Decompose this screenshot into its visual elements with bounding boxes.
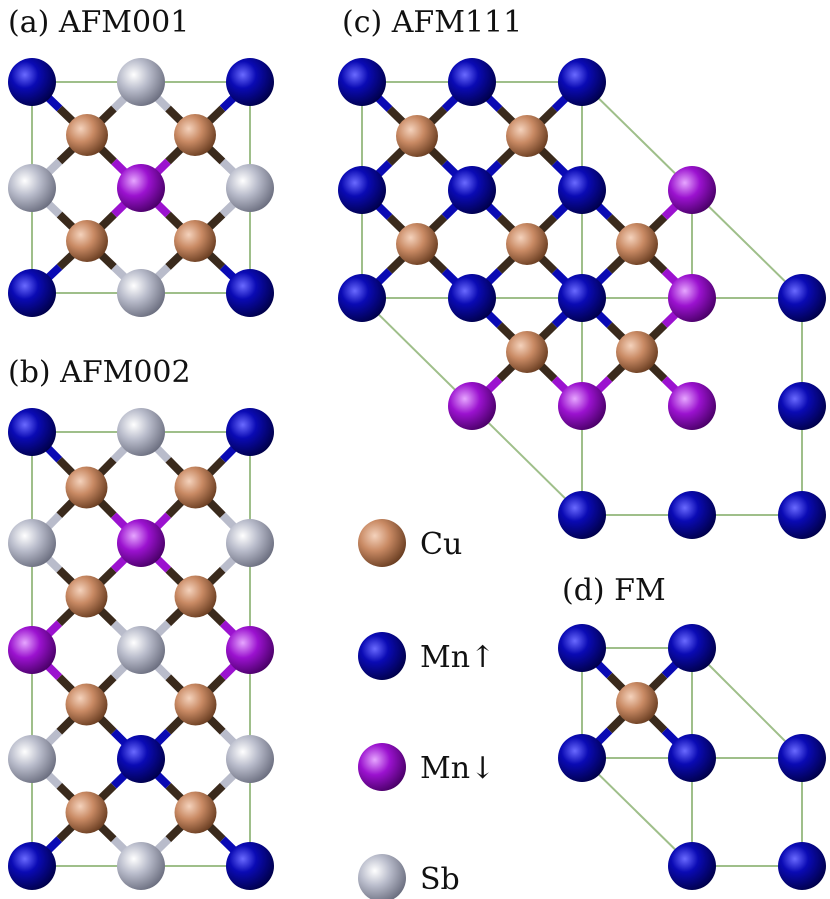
cu-atom [396, 223, 438, 265]
sb-atom [117, 58, 165, 106]
panel-label-c: (c) AFM111 [342, 5, 522, 40]
legend-label-cu: Cu [420, 527, 462, 562]
cu-atom [174, 683, 217, 726]
legend-item-mnup: Mn↑ [358, 632, 495, 680]
mnup-atom [117, 735, 165, 783]
mnup-atom [226, 269, 274, 317]
cu-atom [506, 223, 548, 265]
mnup-atom [558, 274, 606, 322]
cu-atom [616, 682, 658, 724]
cu-atom [396, 115, 438, 157]
cu-atom [174, 466, 217, 509]
sb-atom [117, 269, 165, 317]
mndown-atom [668, 166, 716, 214]
mnup-atom [558, 734, 606, 782]
cu-atom [174, 575, 217, 618]
legend-label-mndown: Mn↓ [420, 751, 495, 786]
panel-label-a: (a) AFM001 [8, 5, 189, 40]
mnup-atom [668, 842, 716, 890]
mndown-atom [558, 382, 606, 430]
mnup-atom [668, 491, 716, 539]
mnup-atom [8, 842, 56, 890]
legend-item-sb: Sb [358, 854, 460, 899]
cu-atom [616, 331, 658, 373]
mnup-atom [778, 842, 826, 890]
mnup-atom [8, 269, 56, 317]
mndown-atom [226, 626, 274, 674]
legend: Cu Mn↑ Mn↓ Sb [358, 519, 495, 899]
cu-atom [174, 114, 216, 156]
mnup-atom [8, 408, 56, 456]
mn-down-atom-icon [358, 743, 406, 791]
cu-atom [616, 223, 658, 265]
mnup-atom [338, 166, 386, 214]
mndown-atom [117, 519, 165, 567]
mnup-atom [226, 842, 274, 890]
mnup-atom [448, 58, 496, 106]
panel-label-b: (b) AFM002 [8, 355, 191, 390]
cu-atom [66, 220, 108, 262]
legend-item-mndown: Mn↓ [358, 743, 495, 791]
atoms [8, 58, 826, 890]
cu-atom [174, 220, 216, 262]
legend-label-sb: Sb [420, 862, 460, 897]
mnup-atom [558, 624, 606, 672]
mnup-atom [448, 166, 496, 214]
mnup-atom [448, 274, 496, 322]
mnup-atom [778, 274, 826, 322]
cell-edge [691, 647, 803, 759]
cu-atom [506, 115, 548, 157]
sb-atom [8, 519, 56, 567]
cu-atom [65, 791, 108, 834]
sb-atom [8, 164, 56, 212]
mndown-atom [668, 382, 716, 430]
cu-atom [174, 791, 217, 834]
sb-atom [117, 408, 165, 456]
mnup-atom [558, 166, 606, 214]
sb-atom [226, 164, 274, 212]
mnup-atom [668, 734, 716, 782]
legend-item-cu: Cu [358, 519, 462, 567]
mndown-atom [668, 274, 716, 322]
cu-atom [506, 331, 548, 373]
sb-atom [117, 626, 165, 674]
sb-atom-icon [358, 854, 406, 899]
mnup-atom [558, 491, 606, 539]
panel-label-d: (d) FM [562, 573, 666, 608]
cu-atom-icon [358, 519, 406, 567]
mnup-atom [226, 58, 274, 106]
sb-atom [226, 519, 274, 567]
mnup-atom [668, 624, 716, 672]
sb-atom [226, 735, 274, 783]
cell-edge [581, 757, 693, 867]
sb-atom [117, 842, 165, 890]
mndown-atom [448, 382, 496, 430]
cu-atom [65, 466, 108, 509]
mn-up-atom-icon [358, 632, 406, 680]
cu-atom [65, 683, 108, 726]
mndown-atom [8, 626, 56, 674]
mnup-atom [558, 58, 606, 106]
mnup-atom [778, 491, 826, 539]
mnup-atom [8, 58, 56, 106]
mnup-atom [338, 274, 386, 322]
mnup-atom [778, 734, 826, 782]
cu-atom [65, 575, 108, 618]
mnup-atom [226, 408, 274, 456]
mnup-atom [338, 58, 386, 106]
sb-atom [8, 735, 56, 783]
legend-label-mnup: Mn↑ [420, 640, 495, 675]
cu-atom [66, 114, 108, 156]
mndown-atom [117, 164, 165, 212]
mnup-atom [778, 382, 826, 430]
